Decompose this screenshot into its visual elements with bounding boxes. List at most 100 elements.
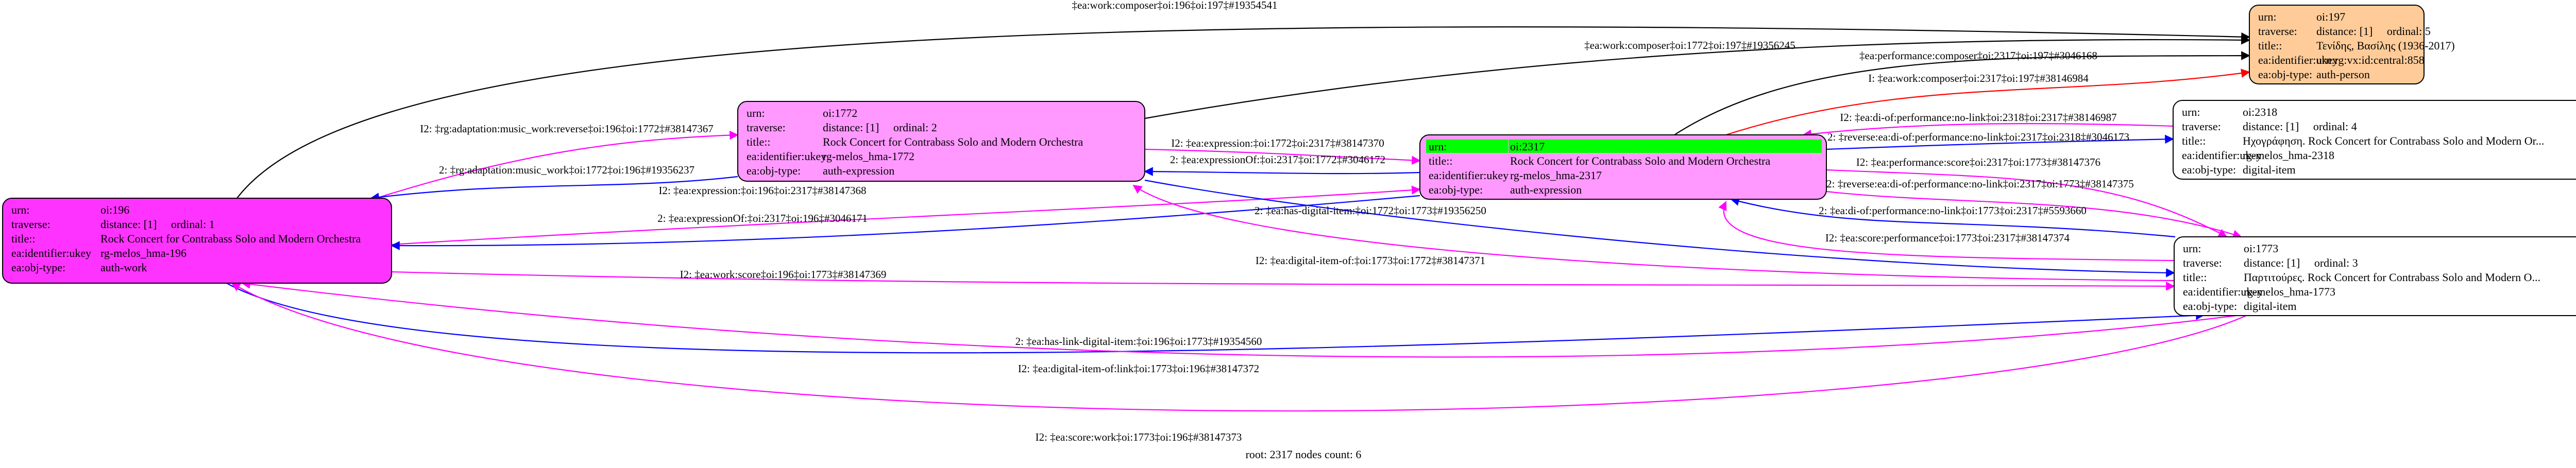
node-field-value-ukey: rg-melos_hma-196 [100,247,187,259]
edge-label: I2: ‡rg:adaptation:music_work:reverse‡oi… [420,123,713,135]
node-field-value-title: Rock Concert for Contrabass Solo and Mod… [100,232,361,245]
graph-edge[interactable]: ‡ea:performance:composer‡oi:2317‡oi:197‡… [1674,49,2250,135]
edge-label: I2: ‡ea:work:score‡oi:196‡oi:1773‡#38147… [680,268,887,281]
graph-edge[interactable]: I2: ‡ea:score:work‡oi:1773‡oi:196‡#38147… [231,283,2247,443]
edge-line[interactable] [236,26,2250,199]
edge-label: ‡ea:performance:composer‡oi:2317‡oi:197‡… [1859,49,2097,62]
node-field-label-title: title:: [2258,39,2282,52]
node-field-label-title: title:: [11,232,35,245]
edge-line[interactable] [376,130,739,199]
edge-line[interactable] [1144,179,2175,278]
graph-edge[interactable]: 2: ‡ea:di-of:performance:no-link‡oi:1773… [1730,197,2176,238]
graph-edge[interactable]: ‡ea:work:composer‡oi:1772‡oi:197‡#193562… [1144,36,2250,119]
edge-line[interactable] [1144,36,2250,119]
edge-line[interactable] [226,283,2205,354]
node-field-value-title: Rock Concert for Contrabass Solo and Mod… [823,135,1083,148]
graph-edge[interactable]: I2: ‡ea:work:score‡oi:196‡oi:1773‡#38147… [391,268,2175,291]
node-field-value-traverse: distance: [1] ordinal: 5 [2316,25,2431,38]
edge-line[interactable] [391,185,1421,246]
node-field-label-urn: urn: [2258,10,2276,23]
node-field-value-obj-type: auth-work [100,261,147,274]
edge-label: 2: ‡ea:expressionOf:‡oi:2317‡oi:1772‡#30… [1170,153,1385,166]
edges-layer: ‡ea:work:composer‡oi:196‡oi:197‡#1935454… [226,0,2250,443]
graph-edge[interactable]: I2: ‡rg:adaptation:music_work:reverse‡oi… [376,123,739,199]
graph-edge[interactable]: I2: ‡reverse:ea:di-of:performance:no-lin… [1823,178,2242,239]
node-field-label-ukey: ea:identifier:ukey [2182,149,2262,162]
edge-line[interactable] [1802,123,2174,139]
edge-label: I: ‡ea:work:composer‡oi:2317‡oi:197‡#381… [1868,72,2089,84]
edge-label: 2: ‡ea:di-of:performance:no-link‡oi:1773… [1819,204,2087,217]
edge-label: 2: ‡ea:has-link-digital-item:‡oi:196‡oi:… [1015,335,1262,348]
node-field-label-urn: urn: [2183,242,2201,255]
node-field-label-traverse: traverse: [11,218,50,231]
edge-line[interactable] [1826,134,2174,150]
graph-edge[interactable]: I2: ‡ea:score:performance‡oi:1773‡oi:231… [1718,201,2175,262]
edge-line[interactable] [241,280,2236,358]
edge-label: I2: ‡ea:digital-item-of:‡oi:1773‡oi:1772… [1256,254,1485,267]
graph-edge[interactable]: 2: ‡reverse:ea:di-of:performance:no-link… [1826,131,2174,150]
node-field-label-ukey: ea:identifier:ukey [2183,285,2263,298]
edge-line[interactable] [1674,51,2250,135]
node-box[interactable] [737,101,1145,182]
edge-label: I2: ‡ea:score:performance‡oi:1773‡oi:231… [1825,232,2070,244]
node-field-value-urn: oi:2317 [1510,140,1545,153]
node-field-value-title: Ηχογράφηση. Rock Concert for Contrabass … [2243,134,2544,147]
graph-edge[interactable]: 2: ‡ea:has-link-digital-item:‡oi:196‡oi:… [226,283,2205,354]
node-box[interactable] [2249,5,2425,84]
node-box[interactable] [2174,236,2576,316]
edge-line[interactable] [391,271,2175,291]
node-field-label-obj-type: ea:obj-type: [1429,183,1483,196]
graph-edge[interactable]: 2: ‡ea:expressionOf:‡oi:2317‡oi:1772‡#30… [1144,153,1420,176]
edge-line[interactable] [1718,201,2175,262]
edge-line[interactable] [370,176,738,202]
edge-line[interactable] [1826,169,2228,237]
edge-line[interactable] [1132,184,2175,282]
node-field-value-title: Rock Concert for Contrabass Solo and Mod… [1510,154,1771,167]
node-field-label-urn: urn: [747,107,765,119]
graph-edge[interactable]: I2: ‡ea:di-of:performance:no-link‡oi:231… [1802,111,2174,139]
edge-line[interactable] [231,283,2247,412]
graph-edge[interactable]: I2: ‡ea:expression:‡oi:1772‡oi:2317‡#381… [1144,137,1421,165]
graph-edge[interactable]: I2: ‡ea:digital-item-of:link‡oi:1773‡oi:… [241,280,2236,375]
edge-line[interactable] [391,195,1420,250]
edge-line[interactable] [1144,167,1420,176]
graph-edge[interactable]: ‡ea:work:composer‡oi:196‡oi:197‡#1935454… [236,0,2250,199]
graph-edge[interactable]: 2: ‡ea:expressionOf:‡oi:2317‡oi:196‡#304… [391,195,1420,250]
node-field-value-traverse: distance: [1] ordinal: 3 [2244,256,2358,269]
node-field-value-urn: oi:2318 [2243,106,2277,118]
edge-line[interactable] [1730,197,2176,238]
edge-line[interactable] [1826,190,2242,239]
node-field-value-traverse: distance: [1] ordinal: 4 [2243,120,2357,133]
graph-edge[interactable]: I2: ‡ea:digital-item-of:‡oi:1773‡oi:1772… [1132,184,2175,282]
graph-edge[interactable]: 2: ‡rg:adaptation:music_work‡oi:1772‡oi:… [370,164,738,202]
edge-line[interactable] [1725,68,2250,136]
node-field-value-obj-type: auth-person [2316,68,2370,81]
node-field-value-title: Τενίδης, Βασίλης (1936-2017) [2316,39,2455,52]
graph-edge[interactable]: I2: ‡ea:expression:‡oi:196‡oi:2317‡#3814… [391,184,1421,246]
node-field-label-traverse: traverse: [2182,120,2221,133]
node-field-value-obj-type: auth-expression [823,164,894,177]
graph-edge[interactable]: 2: ‡ea:has-digital-item:‡oi:1772‡oi:1773… [1144,179,2175,278]
node-field-label-ukey: ea:identifier:ukey [2258,54,2338,66]
node-field-label-obj-type: ea:obj-type: [2258,68,2312,81]
node-box[interactable] [2,198,392,284]
graph-edge[interactable]: I: ‡ea:work:composer‡oi:2317‡oi:197‡#381… [1725,68,2250,136]
edge-label: I2: ‡reverse:ea:di-of:performance:no-lin… [1823,178,2134,190]
edge-label: 2: ‡ea:expressionOf:‡oi:2317‡oi:196‡#304… [657,212,868,224]
node-field-value-obj-type: digital-item [2244,300,2297,313]
edge-label: I2: ‡ea:score:work‡oi:1773‡oi:196‡#38147… [1036,431,1242,443]
node-field-value-ukey: rg-melos_hma-2318 [2243,149,2334,162]
node-field-label-urn: urn: [11,203,29,216]
edge-line[interactable] [1144,148,1421,165]
edge-label: 2: ‡ea:has-digital-item:‡oi:1772‡oi:1773… [1255,204,1486,217]
graph-edge[interactable]: I2: ‡ea:performance:score‡oi:2317‡oi:177… [1826,156,2228,237]
node-field-value-title: Παρτιτούρες. Rock Concert for Contrabass… [2244,271,2540,284]
node-field-label-ukey: ea:identifier:ukey [1429,169,1509,182]
node-box[interactable] [2173,100,2576,180]
